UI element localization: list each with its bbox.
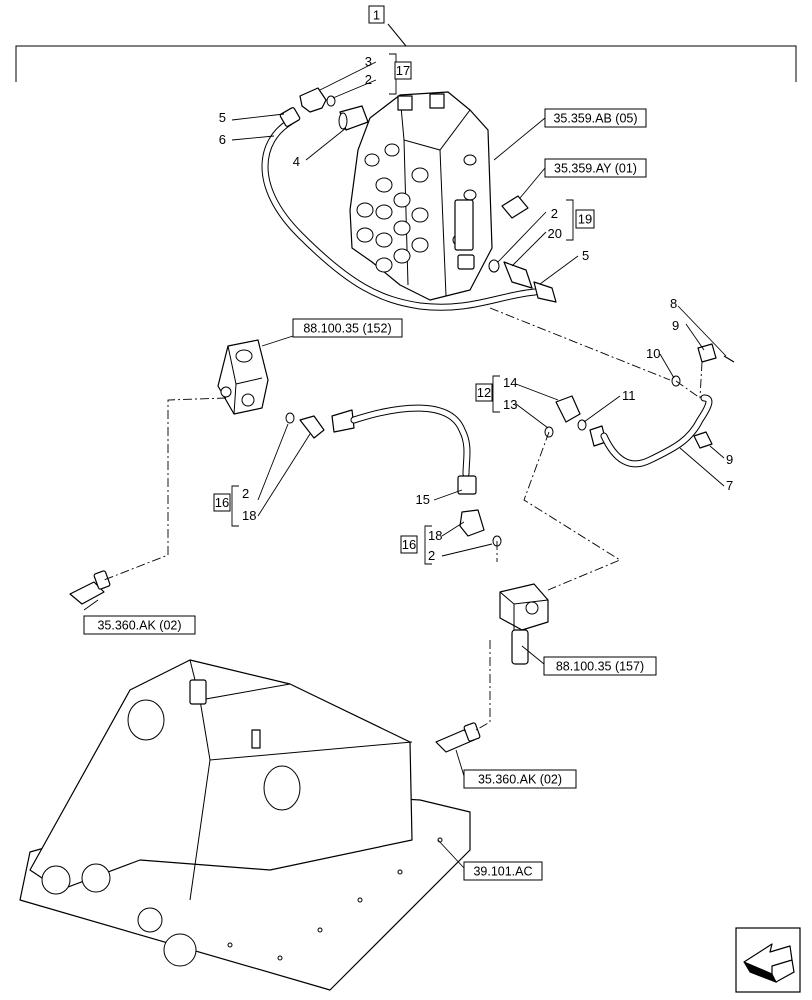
ref-box-88-100-35-157[interactable] [543,656,657,676]
pipe-end-ak2 [435,722,481,753]
elbow-14 [555,395,581,423]
ref-35-359-ab[interactable]: 35.359.AB (05) [553,112,637,126]
valve-spools [356,143,477,273]
callout-box-16-left[interactable] [213,493,231,512]
callout-16-right[interactable]: 16 [402,537,416,552]
ref-box-35-360-ak-right[interactable] [463,769,577,789]
clamp-9-top [697,343,717,363]
callout-5-right[interactable]: 5 [582,248,589,263]
ref-35-359-ay[interactable]: 35.359.AY (01) [554,162,637,176]
group-bracket [15,23,797,82]
swing-frame [19,659,471,991]
callout-5-top[interactable]: 5 [219,110,226,125]
ref-box-39-101-ac[interactable] [463,861,543,881]
callout-13[interactable]: 13 [503,397,517,412]
elbow-18-mid [299,415,325,439]
ref-box-88-100-35-152[interactable] [292,318,403,338]
callout-7[interactable]: 7 [726,478,733,493]
fitting-5-right [533,281,557,303]
callout-8[interactable]: 8 [670,296,677,311]
ref-box-35-360-ak-left[interactable] [83,615,196,635]
callout-14[interactable]: 14 [503,375,517,390]
callout-1[interactable]: 1 [373,8,380,23]
callout-9-top[interactable]: 9 [672,318,679,333]
o-ring-2-mid [285,412,295,424]
pipe-end-ak1 [69,570,111,605]
callout-2-mid[interactable]: 2 [242,486,249,501]
valve-157 [499,583,549,665]
o-ring-2-right [488,259,500,273]
callout-16-left[interactable]: 16 [215,495,229,510]
leader-lines [83,53,727,869]
elbow-18-low [459,509,485,537]
callout-17[interactable]: 17 [396,63,410,78]
callout-4[interactable]: 4 [293,154,300,169]
ref-box-35-359-ay[interactable] [544,158,647,178]
callout-2-low[interactable]: 2 [428,548,435,563]
callout-3[interactable]: 3 [365,54,372,69]
callout-18-low[interactable]: 18 [428,528,442,543]
callout-18-mid[interactable]: 18 [242,508,256,523]
callout-19[interactable]: 19 [578,212,592,227]
callout-15[interactable]: 15 [416,492,430,507]
ref-88-100-35-152[interactable]: 88.100.35 (152) [303,322,391,336]
callout-2-right[interactable]: 2 [551,206,558,221]
control-valve-block [349,91,493,301]
fitting-5-top [279,107,301,127]
callout-box-16-right[interactable] [400,535,418,554]
adapter-4 [338,105,369,131]
ref-box-35-359-ab[interactable] [544,108,647,128]
callout-box-17[interactable] [394,61,412,80]
elbow-fitting-3 [299,87,327,113]
callout-box-12[interactable] [475,383,493,402]
o-ring-11 [577,419,587,431]
bolt-8 [723,355,735,363]
o-ring-2-top [326,95,336,107]
hose-6 [261,118,539,311]
valve-152 [217,339,269,415]
adapter-20 [503,261,533,289]
next-page-arrow-icon[interactable] [735,927,801,993]
callout-6[interactable]: 6 [219,132,226,147]
routing-lines [103,307,703,731]
ref-35-360-ak-left[interactable]: 35.360.AK (02) [97,619,181,633]
callout-10[interactable]: 10 [646,346,660,361]
callout-box-1[interactable] [368,5,385,24]
check-valve-fitting [501,195,529,219]
ref-88-100-35-157[interactable]: 88.100.35 (157) [556,660,644,674]
callout-11[interactable]: 11 [622,388,636,403]
tube-7 [589,394,713,468]
callout-2-top[interactable]: 2 [365,72,372,87]
callout-20[interactable]: 20 [548,226,562,241]
ref-35-360-ak-right[interactable]: 35.360.AK (02) [478,773,562,787]
callout-9-low[interactable]: 9 [726,452,733,467]
clamp-9-low [693,431,713,449]
ref-39-101-ac[interactable]: 39.101.AC [473,865,532,879]
hose-15 [331,404,477,495]
callout-12[interactable]: 12 [477,385,491,400]
callout-box-19[interactable] [575,209,595,229]
